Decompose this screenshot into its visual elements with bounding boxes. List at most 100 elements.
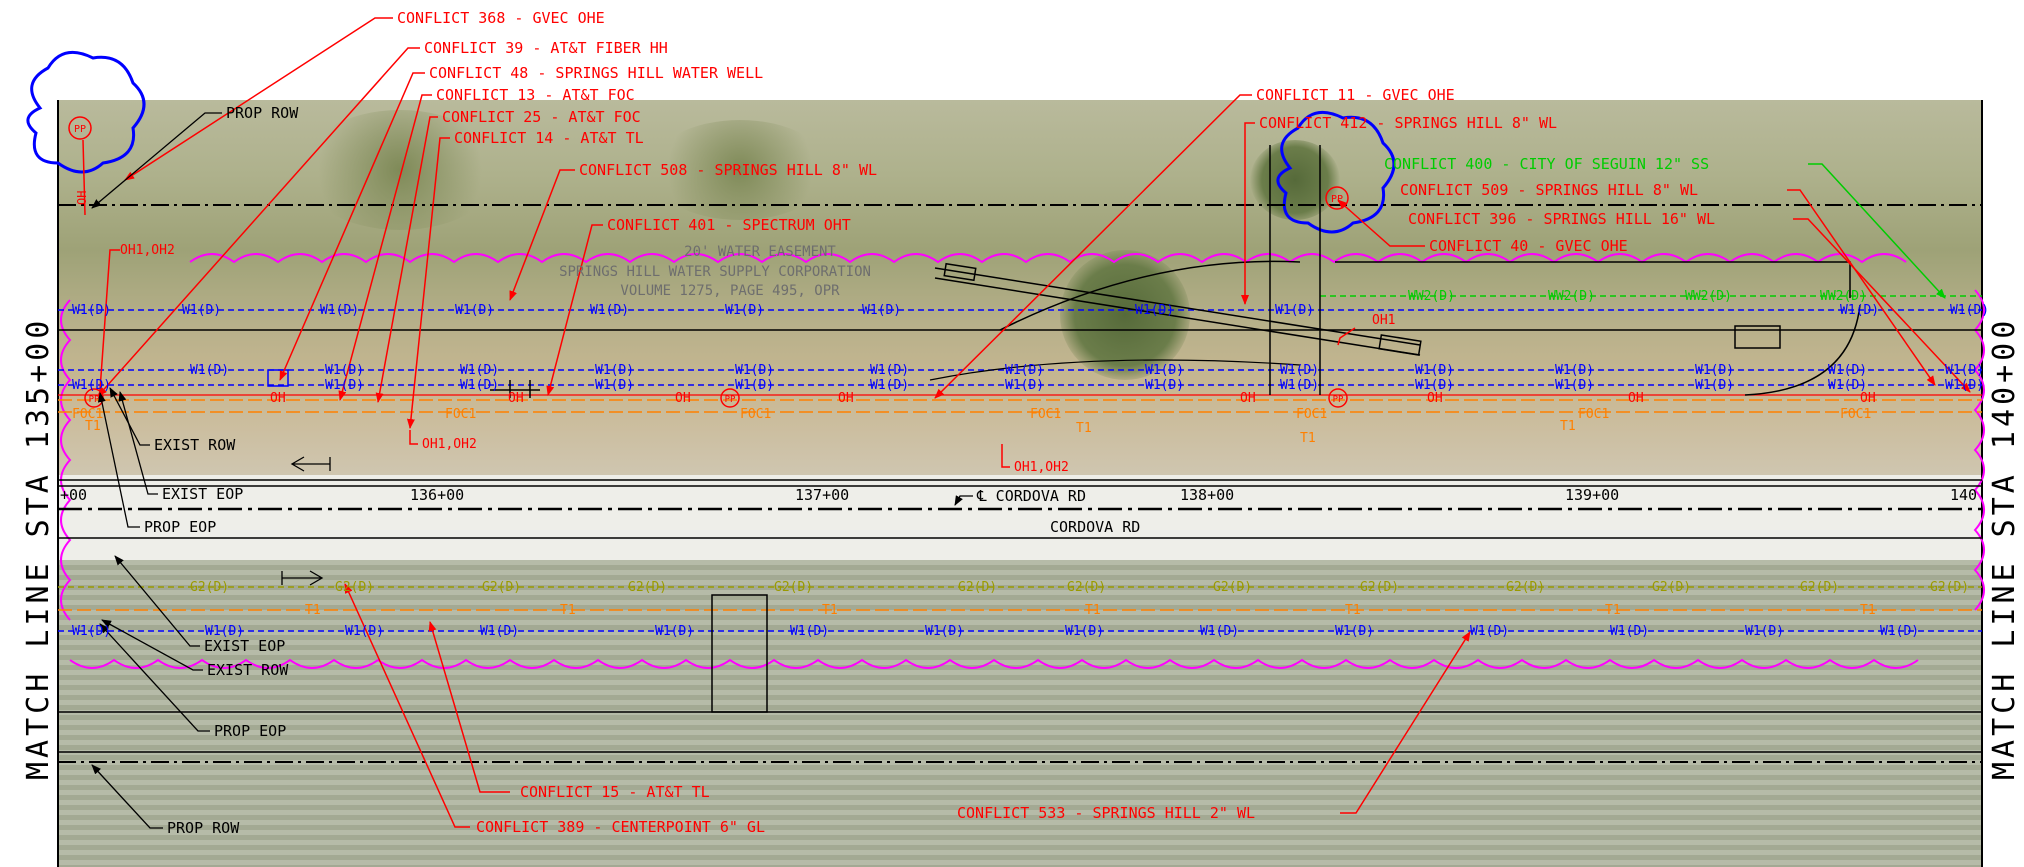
- svg-text:W1(D): W1(D): [460, 363, 499, 378]
- svg-text:G2(D): G2(D): [1930, 580, 1969, 595]
- svg-text:W1(D): W1(D): [1005, 363, 1044, 378]
- svg-text:T1: T1: [305, 603, 321, 618]
- svg-text:OH: OH: [675, 391, 691, 406]
- tree-canopy: [1250, 140, 1340, 220]
- svg-text:W1(D): W1(D): [590, 303, 629, 318]
- traffic-arrow-west: [290, 456, 331, 472]
- svg-text:W1(D): W1(D): [595, 378, 634, 393]
- exist-eop-label-south: EXIST EOP: [204, 637, 285, 655]
- svg-text:W1(D): W1(D): [182, 303, 221, 318]
- culvert-structure: [711, 594, 768, 713]
- svg-text:T1: T1: [1560, 419, 1576, 434]
- svg-text:T1: T1: [1300, 431, 1316, 446]
- fiber-handhole: [490, 380, 540, 398]
- pipe-curve-east: [1744, 304, 1861, 396]
- easement-note: 20' WATER EASEMENT SPRINGS HILL WATER SU…: [559, 244, 871, 299]
- svg-text:137+00: 137+00: [795, 486, 849, 504]
- svg-text:W1(D): W1(D): [205, 624, 244, 639]
- svg-text:20' WATER EASEMENT: 20' WATER EASEMENT: [684, 244, 836, 260]
- svg-text:G2(D): G2(D): [774, 580, 813, 595]
- well-structure: [1734, 325, 1781, 349]
- svg-text:W1(D): W1(D): [735, 378, 774, 393]
- svg-text:W1(D): W1(D): [1335, 624, 1374, 639]
- svg-text:T1: T1: [1076, 421, 1092, 436]
- exist-row-label-south: EXIST ROW: [207, 661, 289, 679]
- svg-text:OH1,OH2: OH1,OH2: [1014, 460, 1069, 475]
- svg-text:W1(D): W1(D): [790, 624, 829, 639]
- svg-text:W1(D): W1(D): [1200, 624, 1239, 639]
- svg-text:138+00: 138+00: [1180, 486, 1234, 504]
- svg-text:PP: PP: [725, 395, 736, 405]
- svg-text:W1(D): W1(D): [455, 303, 494, 318]
- svg-text:W1(D): W1(D): [1145, 378, 1184, 393]
- exist-row-label-north: EXIST ROW: [154, 436, 236, 454]
- svg-text:140: 140: [1950, 486, 1977, 504]
- svg-text:G2(D): G2(D): [335, 580, 374, 595]
- svg-text:W1(D): W1(D): [72, 303, 111, 318]
- svg-text:OH: OH: [838, 391, 854, 406]
- svg-text:VOLUME 1275, PAGE 495, OPR: VOLUME 1275, PAGE 495, OPR: [620, 283, 840, 299]
- svg-text:FOC1: FOC1: [740, 407, 771, 422]
- svg-text:OH1,OH2: OH1,OH2: [422, 437, 477, 452]
- conflict-39-label: CONFLICT 39 - AT&T FIBER HH: [424, 39, 668, 57]
- conflict-368-label: CONFLICT 368 - GVEC OHE: [397, 9, 605, 27]
- svg-text:G2(D): G2(D): [1067, 580, 1106, 595]
- svg-text:PP: PP: [89, 395, 100, 405]
- svg-text:W1(D): W1(D): [1950, 303, 1989, 318]
- svg-text:W1(D): W1(D): [725, 303, 764, 318]
- svg-text:W1(D): W1(D): [1280, 363, 1319, 378]
- telecom-line-labels: FOC1 FOC1 FOC1 FOC1 FOC1 FOC1 FOC1 T1 T1…: [72, 407, 1876, 618]
- row-cloud-west-end: [60, 299, 72, 621]
- tree-cloud-east: [1276, 110, 1396, 234]
- svg-text:W1(D): W1(D): [345, 624, 384, 639]
- conflict-13-label: CONFLICT 13 - AT&T FOC: [436, 86, 635, 104]
- svg-text:W1(D): W1(D): [1828, 378, 1867, 393]
- svg-text:W1(D): W1(D): [1145, 363, 1184, 378]
- prop-eop-label-north: PROP EOP: [144, 518, 216, 536]
- svg-text:W1(D): W1(D): [1135, 303, 1174, 318]
- svg-text:W1(D): W1(D): [190, 363, 229, 378]
- crossing-pipe-a: [934, 267, 1421, 346]
- svg-text:G2(D): G2(D): [628, 580, 667, 595]
- service-curve: [999, 260, 1301, 331]
- svg-text:W1(D): W1(D): [1745, 624, 1784, 639]
- svg-text:W1(D): W1(D): [325, 363, 364, 378]
- conflict-389-label: CONFLICT 389 - CENTERPOINT 6" GL: [476, 818, 765, 836]
- svg-text:WW2(D): WW2(D): [1408, 289, 1455, 304]
- svg-text:W1(D): W1(D): [480, 624, 519, 639]
- vegetation: [650, 120, 830, 220]
- vegetation: [300, 110, 500, 230]
- svg-text:WW2(D): WW2(D): [1548, 289, 1595, 304]
- match-line-right-label: MATCH LINE STA 140+00: [1987, 317, 2022, 780]
- svg-text:W1(D): W1(D): [1880, 624, 1919, 639]
- match-line-left-label: MATCH LINE STA 135+00: [21, 317, 56, 780]
- svg-text:W1(D): W1(D): [655, 624, 694, 639]
- svg-text:W1(D): W1(D): [862, 303, 901, 318]
- water-line-labels: W1(D) W1(D) W1(D) W1(D) W1(D) W1(D) W1(D…: [72, 303, 1989, 639]
- conflict-400-label: CONFLICT 400 - CITY OF SEGUIN 12" SS: [1384, 155, 1709, 173]
- aerial-photo-south: [58, 560, 1982, 867]
- svg-text:PP: PP: [74, 124, 86, 135]
- svg-text:W1(D): W1(D): [1005, 378, 1044, 393]
- svg-text:W1(D): W1(D): [925, 624, 964, 639]
- svg-text:FOC1: FOC1: [1030, 407, 1061, 422]
- conflict-509-label: CONFLICT 509 - SPRINGS HILL 8" WL: [1400, 181, 1698, 199]
- prop-row-label-south: PROP ROW: [167, 819, 240, 837]
- conflict-labels: CONFLICT 368 - GVEC OHE CONFLICT 39 - AT…: [397, 9, 1715, 836]
- svg-text:W1(D): W1(D): [735, 363, 774, 378]
- svg-text:PP: PP: [1331, 194, 1343, 205]
- utility-pole-east: PP: [1325, 186, 1349, 210]
- conflict-25-label: CONFLICT 25 - AT&T FOC: [442, 108, 641, 126]
- svg-text:G2(D): G2(D): [1360, 580, 1399, 595]
- svg-text:W1(D): W1(D): [320, 303, 359, 318]
- svg-text:G2(D): G2(D): [958, 580, 997, 595]
- svg-text:OH1,OH2: OH1,OH2: [120, 243, 175, 258]
- svg-text:G2(D): G2(D): [1213, 580, 1252, 595]
- svg-text:W1(D): W1(D): [1555, 378, 1594, 393]
- svg-text:FOC1: FOC1: [1840, 407, 1871, 422]
- svg-text:W1(D): W1(D): [460, 378, 499, 393]
- svg-text:G2(D): G2(D): [482, 580, 521, 595]
- prop-row-label-north: PROP ROW: [226, 104, 299, 122]
- svg-text:WW2(D): WW2(D): [1820, 289, 1867, 304]
- row-cloud-south: [69, 658, 1919, 669]
